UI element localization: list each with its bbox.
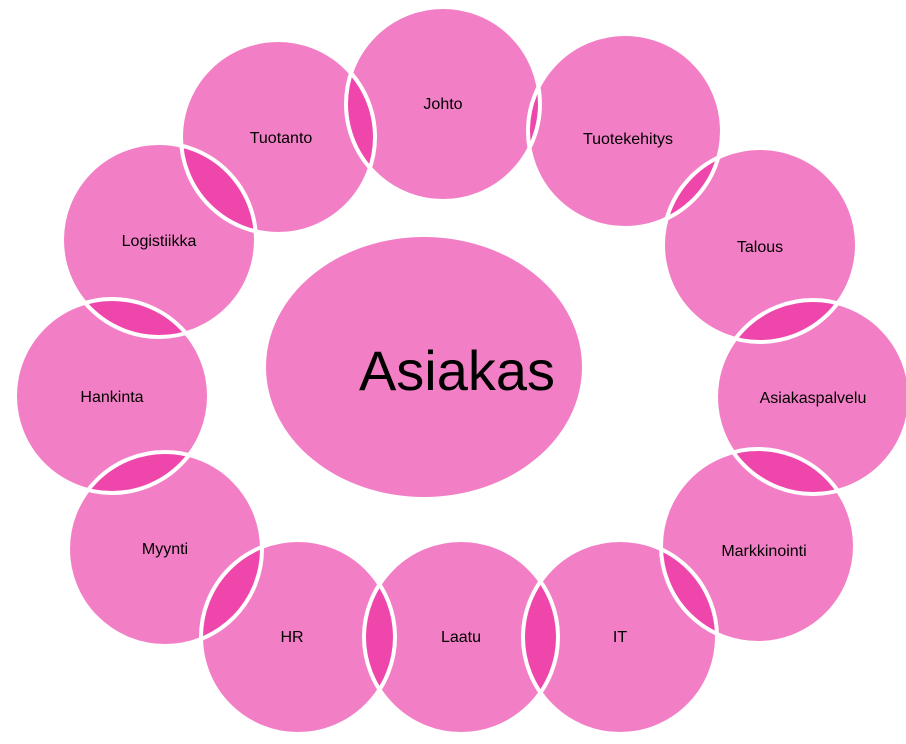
node-label-tuotekehitys: Tuotekehitys bbox=[583, 131, 673, 148]
node-label-hr: HR bbox=[280, 629, 303, 646]
node-circle-johto bbox=[346, 7, 540, 201]
node-label-markkinointi: Markkinointi bbox=[721, 543, 806, 560]
node-circle-it bbox=[523, 540, 717, 734]
node-label-asiakaspalvelu: Asiakaspalvelu bbox=[760, 390, 867, 407]
node-outline-talous bbox=[661, 146, 859, 344]
node-circle-hankinta bbox=[15, 299, 209, 493]
overlap-logistiikka-tuotanto bbox=[181, 143, 256, 234]
node-outline-it bbox=[521, 538, 719, 736]
node-label-hankinta: Hankinta bbox=[80, 389, 143, 406]
node-label-talous: Talous bbox=[737, 239, 783, 256]
node-outline-asiakaspalvelu bbox=[714, 298, 906, 496]
node-outline-tuotekehitys bbox=[526, 32, 724, 230]
node-label-it: IT bbox=[613, 629, 627, 646]
node-outline-laatu bbox=[362, 538, 560, 736]
overlap-hr-myynti bbox=[201, 540, 262, 646]
node-circle-asiakaspalvelu bbox=[716, 300, 906, 494]
node-circle-talous bbox=[663, 148, 857, 342]
node-outline-hankinta bbox=[13, 297, 211, 495]
node-circle-laatu bbox=[364, 540, 558, 734]
node-outline-myynti bbox=[66, 450, 264, 648]
node-circle-tuotekehitys bbox=[528, 34, 722, 228]
node-circle-markkinointi bbox=[661, 449, 855, 643]
node-label-myynti: Myynti bbox=[142, 541, 188, 558]
node-label-laatu: Laatu bbox=[441, 629, 481, 646]
node-label-logistiikka: Logistiikka bbox=[122, 233, 197, 250]
center-label: Asiakas bbox=[359, 339, 555, 402]
node-label-tuotanto: Tuotanto bbox=[250, 130, 313, 147]
node-outline-logistiikka bbox=[60, 141, 258, 339]
node-outline-tuotanto bbox=[179, 38, 377, 236]
node-label-johto: Johto bbox=[423, 96, 462, 113]
center-ellipse bbox=[266, 237, 582, 497]
node-outline-markkinointi bbox=[659, 447, 857, 645]
node-outline-johto bbox=[344, 5, 542, 203]
